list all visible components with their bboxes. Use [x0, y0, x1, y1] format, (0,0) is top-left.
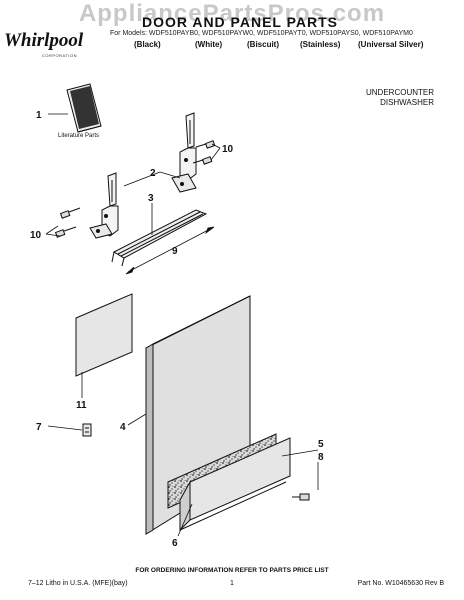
callout-7: 7: [36, 422, 42, 433]
callout-10-left: 10: [30, 230, 42, 241]
part-number: Part No. W10465630 Rev B: [357, 580, 444, 587]
callout-5: 5: [318, 439, 324, 450]
color-stainless: (Stainless): [300, 40, 341, 49]
product-line1: UNDERCOUNTER: [366, 88, 434, 97]
callout-3: 3: [148, 193, 154, 204]
callout-8: 8: [318, 452, 324, 463]
litho-note: 7–12 Litho in U.S.A. (MFE)(bay): [28, 580, 128, 587]
callout-6: 6: [172, 538, 178, 549]
literature-parts-label: Literature Parts: [58, 133, 100, 139]
whirlpool-logo: Whirlpool: [4, 30, 84, 51]
toe-panel-icon: [179, 437, 291, 532]
watermark-text: AppliancePartsPros.com: [78, 0, 386, 27]
models-line: For Models: WDF510PAYB0, WDF510PAYW0, WD…: [110, 30, 413, 37]
leader-lines: [45, 113, 319, 537]
callout-4: 4: [120, 422, 126, 433]
color-universal-silver: (Universal Silver): [358, 40, 424, 49]
clip-icon: [82, 423, 92, 437]
callout-9: 9: [172, 246, 178, 257]
vent-rail-icon: [111, 209, 208, 267]
page-number: 1: [230, 580, 234, 587]
page-title: DOOR AND PANEL PARTS: [141, 14, 339, 30]
panel-sheet-icon: [75, 293, 133, 377]
color-biscuit: (Biscuit): [247, 40, 279, 49]
product-type: UNDERCOUNTER DISHWASHER: [366, 88, 434, 108]
left-hinge-bracket-icon: [89, 172, 119, 239]
screw-icon: [54, 140, 216, 238]
right-hinge-bracket-icon: [171, 112, 197, 193]
callout-10-right: 10: [222, 144, 234, 155]
whirlpool-logo-sub: CORPORATION: [42, 53, 77, 58]
toe-screw-icon: [292, 493, 310, 501]
ordering-note: FOR ORDERING INFORMATION REFER TO PARTS …: [135, 567, 329, 574]
product-line2: DISHWASHER: [380, 98, 434, 107]
color-white: (White): [195, 40, 223, 49]
color-black: (Black): [134, 40, 161, 49]
literature-booklet-icon: [66, 83, 102, 133]
dimension-arrow-icon: [125, 226, 215, 275]
callout-2: 2: [150, 168, 156, 179]
callout-1: 1: [36, 110, 42, 121]
callout-11: 11: [76, 400, 87, 411]
